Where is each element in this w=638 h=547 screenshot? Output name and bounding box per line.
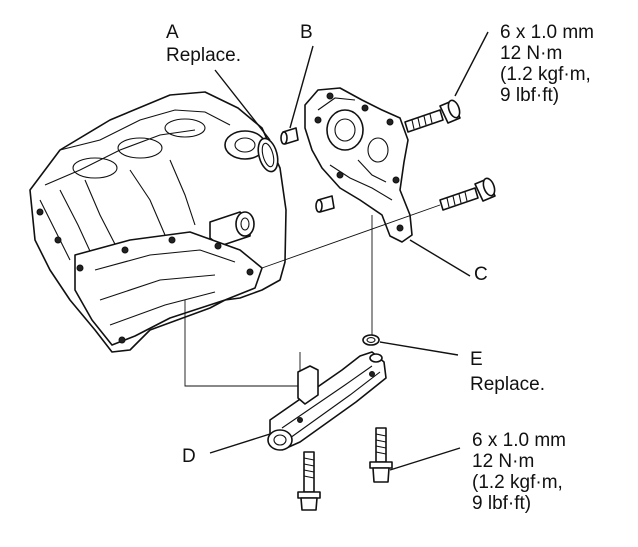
leader-a [214,69,271,141]
dowel-pin-lower [315,195,335,213]
alignment-lines [184,204,441,387]
spec-top-line1: 6 x 1.0 mm [500,22,594,43]
label-d-letter: D [182,446,196,467]
label-a-letter: A [166,22,179,43]
leader-lines [209,31,489,471]
leader-d [209,433,271,454]
bolt-lower-left [297,451,321,511]
dowel-pin-b [280,127,299,145]
label-e-letter: E [470,349,483,370]
leader-spec-top [454,31,489,97]
spec-bottom-line2: 12 N·m [472,451,535,472]
spec-top-line3: (1.2 kgf·m, [500,64,591,85]
label-e-note: Replace. [470,374,545,395]
spec-bottom-line4: 9 lbf·ft) [472,493,532,514]
label-b-letter: B [300,22,313,43]
spec-bottom-line1: 6 x 1.0 mm [472,430,566,451]
bolt-lower-right [369,427,393,483]
leader-e [379,341,459,356]
oil-strainer-d [267,351,387,451]
spec-top-line4: 9 lbf·ft) [500,85,560,106]
engine-block [29,91,287,353]
oil-pump-c [304,87,413,243]
leader-b [289,45,314,129]
label-a-note: Replace. [166,45,241,66]
torque-spec-bottom: 6 x 1.0 mm 12 N·m (1.2 kgf·m, 9 lbf·ft) [472,430,566,514]
leader-spec-bottom [389,447,461,471]
label-c-letter: C [474,264,488,285]
spec-top-line2: 12 N·m [500,43,563,64]
bolt-top [404,99,461,133]
torque-spec-top: 6 x 1.0 mm 12 N·m (1.2 kgf·m, 9 lbf·ft) [500,22,594,106]
spec-bottom-line3: (1.2 kgf·m, [472,472,563,493]
o-ring-e [362,334,380,346]
bolt-middle [439,177,496,211]
leader-c [409,239,471,277]
